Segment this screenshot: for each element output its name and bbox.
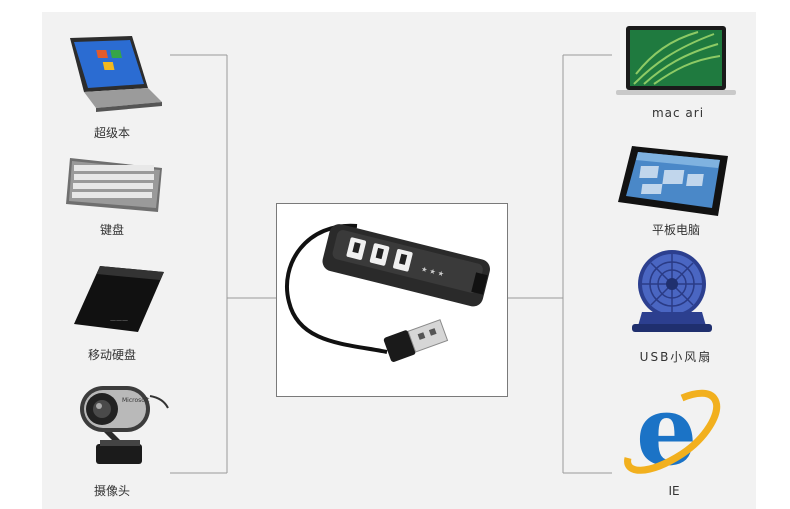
- usb-fan-icon: [632, 250, 712, 332]
- tablet-icon: [618, 146, 728, 216]
- keyboard-icon: [66, 158, 162, 212]
- device-tablet: [614, 144, 730, 222]
- label-portable-hard-drive: 移动硬盘: [87, 348, 136, 362]
- label-ultrabook: 超级本: [93, 126, 130, 140]
- label-tablet: 平板电脑: [651, 223, 700, 237]
- webcam-icon: Microsoft: [80, 386, 169, 464]
- ultrabook-icon: [70, 36, 162, 112]
- internet-explorer-icon: e: [624, 374, 721, 487]
- label-keyboard: 键盘: [99, 223, 124, 237]
- device-internet-explorer: e: [622, 374, 722, 487]
- label-usb-fan: USB小风扇: [639, 350, 713, 364]
- laptop-icon: [616, 26, 736, 95]
- label-internet-explorer: IE: [668, 484, 680, 498]
- svg-text:Microsoft: Microsoft: [122, 397, 150, 404]
- portable-hard-drive-icon: ———: [74, 266, 164, 332]
- svg-text:———: ———: [110, 317, 128, 324]
- usb-hub-image-frame: ★ ★ ★: [276, 203, 508, 397]
- device-usb-fan: [624, 248, 720, 340]
- label-laptop: mac ari: [651, 106, 705, 120]
- usb-hub-icon: ★ ★ ★: [285, 223, 490, 362]
- device-laptop: [614, 24, 738, 102]
- device-portable-hard-drive: ———: [70, 262, 168, 340]
- label-webcam: 摄像头: [93, 484, 130, 498]
- device-keyboard: [62, 152, 166, 222]
- device-webcam: Microsoft: [74, 382, 170, 478]
- device-ultrabook: [62, 30, 168, 120]
